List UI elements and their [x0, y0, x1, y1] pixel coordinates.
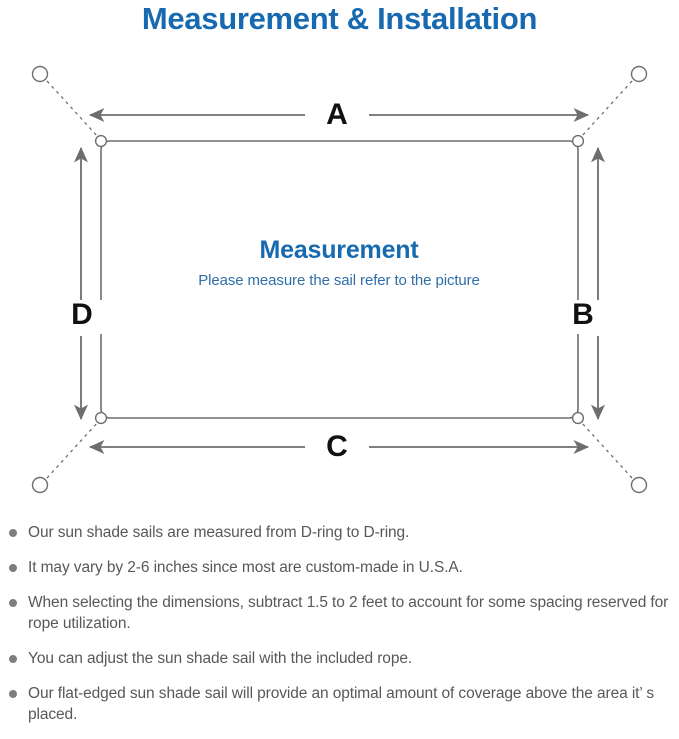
- list-item: Our flat-edged sun shade sail will provi…: [0, 683, 679, 725]
- rope-top-right: [580, 80, 633, 138]
- sail-subtext: Please measure the sail refer to the pic…: [198, 272, 480, 289]
- d-ring-top-left-icon: [94, 134, 108, 148]
- bullet-icon: [9, 655, 17, 663]
- list-item: You can adjust the sun shade sail with t…: [0, 648, 679, 669]
- bullet-icon: [9, 599, 17, 607]
- list-item: Our sun shade sails are measured from D-…: [0, 522, 679, 543]
- anchor-top-right-icon: [630, 65, 648, 83]
- d-ring-top-right-icon: [571, 134, 585, 148]
- d-ring-bottom-right-icon: [571, 411, 585, 425]
- page-title: Measurement & Installation: [141, 1, 538, 36]
- dimension-label-c: C: [307, 432, 367, 466]
- rope-bottom-left: [46, 421, 99, 479]
- bullet-icon: [9, 529, 17, 537]
- anchor-bottom-right-icon: [630, 476, 648, 494]
- note-text: Our flat-edged sun shade sail will provi…: [28, 685, 654, 723]
- bullet-icon: [9, 564, 17, 572]
- note-text: It may vary by 2-6 inches since most are…: [28, 559, 463, 576]
- bullet-icon: [9, 690, 17, 698]
- sail-heading: Measurement: [259, 236, 419, 264]
- notes-list: Our sun shade sails are measured from D-…: [0, 522, 679, 739]
- d-ring-bottom-left-icon: [94, 411, 108, 425]
- rope-top-left: [46, 80, 99, 138]
- list-item: When selecting the dimensions, subtract …: [0, 592, 679, 634]
- anchor-top-left-icon: [31, 65, 49, 83]
- dimension-label-d: D: [62, 300, 102, 334]
- dimension-label-a: A: [307, 100, 367, 134]
- list-item: It may vary by 2-6 inches since most are…: [0, 557, 679, 578]
- sail-body: [100, 140, 579, 419]
- rope-bottom-right: [580, 421, 633, 479]
- anchor-bottom-left-icon: [31, 476, 49, 494]
- measurement-diagram: A B C D Measurement Please measure the s…: [0, 45, 679, 515]
- sail-center-text: Measurement Please measure the sail refe…: [100, 235, 578, 291]
- diagram-svg: [31, 65, 648, 494]
- dimension-label-b: B: [563, 300, 603, 334]
- note-text: Our sun shade sails are measured from D-…: [28, 524, 410, 541]
- note-text: When selecting the dimensions, subtract …: [28, 594, 669, 632]
- note-text: You can adjust the sun shade sail with t…: [28, 650, 413, 667]
